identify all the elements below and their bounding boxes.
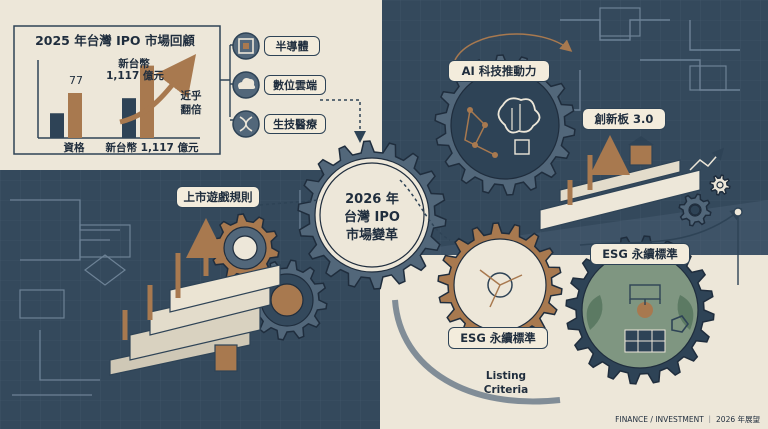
bar-value-a: 77 bbox=[69, 73, 83, 87]
chart-annotation-line2: 翻倍 bbox=[180, 103, 202, 116]
label-innovation-board: 創新板 3.0 bbox=[582, 108, 666, 130]
tiny-gear-right bbox=[678, 193, 712, 227]
dna-icon bbox=[232, 110, 260, 138]
gearA-hub bbox=[232, 235, 258, 261]
ipo-review-panel bbox=[13, 25, 221, 155]
criteria-web-icon bbox=[479, 269, 523, 308]
gearB-hub bbox=[270, 283, 304, 317]
gearTiny1-hub bbox=[689, 204, 701, 216]
center-gear-line3: 市場變革 bbox=[345, 227, 398, 243]
leaf-solar-icon bbox=[586, 284, 694, 353]
brain-icon bbox=[464, 97, 541, 158]
tiny-gear-top bbox=[709, 174, 731, 196]
label-ai-driver: AI 科技推動力 bbox=[448, 60, 550, 82]
review-chart bbox=[37, 54, 200, 139]
label-listing-criteria-line1: Listing bbox=[485, 370, 527, 382]
sector-label-semiconductor: 半導體 bbox=[264, 36, 320, 56]
sector-label-biotech: 生技醫療 bbox=[264, 114, 326, 134]
label-listing-criteria-line2: Criteria bbox=[483, 384, 529, 396]
cloud-icon bbox=[232, 71, 260, 99]
label-esg-right: ESG 永續標準 bbox=[590, 243, 690, 265]
growth-arrow bbox=[119, 54, 197, 125]
gearCenter-hub bbox=[319, 162, 425, 268]
review-bar-0-0 bbox=[50, 113, 64, 138]
footer-text: FINANCE / INVESTMENT ｜ 2026 年展望 bbox=[615, 414, 760, 424]
center-gear-line2: 台灣 IPO bbox=[344, 209, 400, 225]
staircase-illustration bbox=[109, 228, 281, 376]
innovation-stairs bbox=[539, 136, 724, 231]
review-bar-1-1 bbox=[140, 65, 154, 138]
center-gear-line1: 2026 年 bbox=[345, 191, 399, 207]
chart-annotation-line1: 近乎 bbox=[180, 89, 202, 102]
review-bar-0-1 bbox=[68, 93, 82, 138]
label-esg-bottom: ESG 永續標準 bbox=[448, 327, 548, 349]
x-label-b: 新台幣 1,117 億元 bbox=[105, 141, 199, 154]
gearTiny2-hub bbox=[716, 181, 724, 189]
recycle-icon bbox=[671, 315, 689, 333]
bar-value-b-line2: 1,117 億元 bbox=[106, 69, 164, 82]
x-label-a: 資格 bbox=[63, 141, 85, 154]
label-listing-rules: 上市遊戲規則 bbox=[176, 186, 260, 208]
sector-label-cloud: 數位雲端 bbox=[264, 75, 326, 95]
bar-value-b-line1: 新台幣 bbox=[118, 57, 150, 70]
center-gear bbox=[297, 140, 447, 290]
review-panel-title: 2025 年台灣 IPO 市場回顧 bbox=[35, 32, 195, 48]
chip-icon bbox=[232, 32, 260, 60]
